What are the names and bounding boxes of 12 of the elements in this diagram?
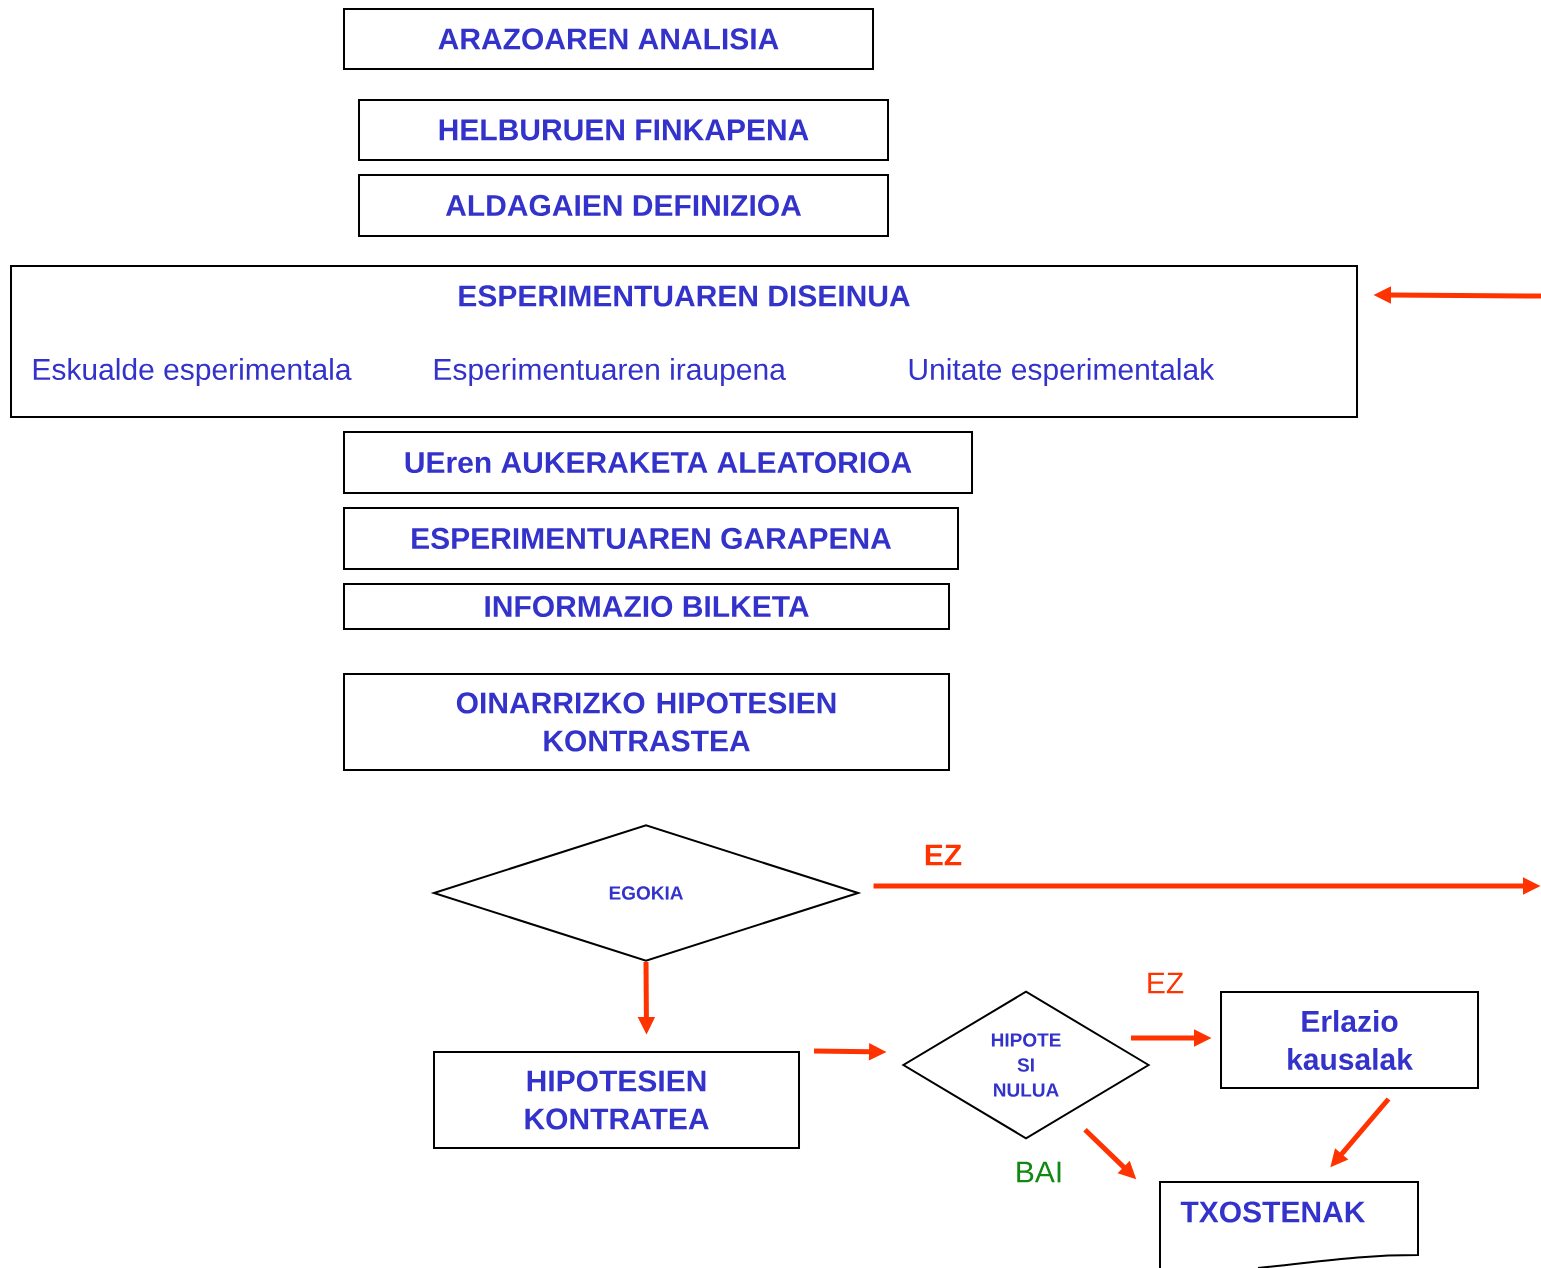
- process-box: UEren AUKERAKETA ALEATORIOA: [343, 431, 973, 494]
- process-box: Erlazio kausalak: [1220, 991, 1479, 1089]
- design-box: ESPERIMENTUAREN DISEINUA Eskualde esperimentala Esperimentuaren iraupena Unitate esperimentalak: [10, 265, 1358, 418]
- process-box: INFORMAZIO BILKETA: [343, 583, 950, 630]
- process-box: OINARRIZKO HIPOTESIEN KONTRASTEA: [343, 673, 950, 771]
- process-box: HELBURUEN FINKAPENA: [358, 99, 889, 161]
- process-box: HIPOTESIEN KONTRATEA: [433, 1051, 800, 1149]
- edge-label: BAI: [1012, 1159, 1066, 1185]
- process-box: ALDAGAIEN DEFINIZIOA: [358, 174, 889, 237]
- edge-label: EZ: [921, 842, 965, 868]
- process-box: ARAZOAREN ANALISIA: [343, 8, 874, 70]
- process-box: ESPERIMENTUAREN GARAPENA: [343, 507, 959, 570]
